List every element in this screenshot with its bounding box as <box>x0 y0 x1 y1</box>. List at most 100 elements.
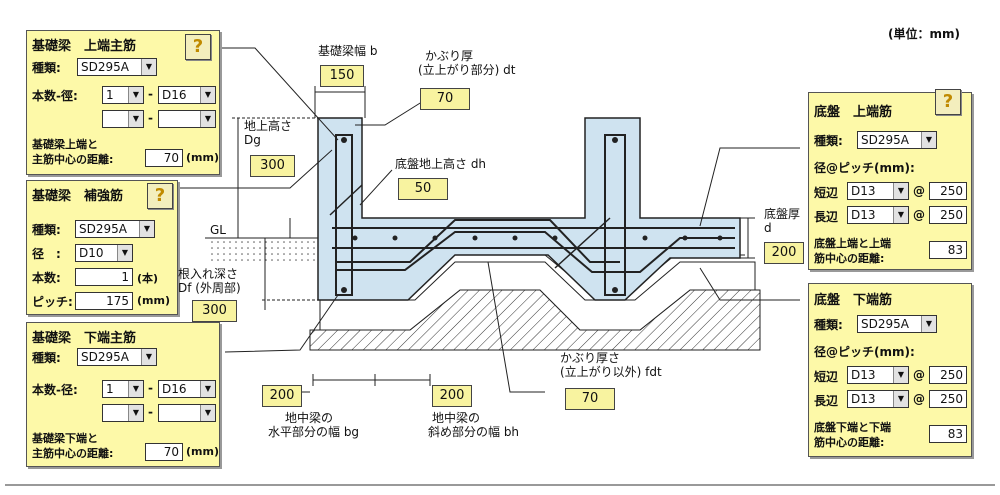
distance-input[interactable]: 70 <box>145 443 183 461</box>
chevron-down-icon: ▼ <box>128 87 143 103</box>
beam-width-label: 基礎梁幅 b <box>318 44 378 58</box>
long-pitch-input[interactable]: 250 <box>929 390 967 408</box>
chevron-down-icon: ▼ <box>893 183 908 199</box>
count-diam-label: 本数-径: <box>32 383 78 397</box>
chevron-down-icon: ▼ <box>921 316 936 332</box>
distance-input[interactable]: 70 <box>145 149 183 167</box>
panel-title: 底盤 上端筋 <box>814 105 893 120</box>
chevron-down-icon: ▼ <box>893 391 908 407</box>
ground-height-label-line1: 地上高さ <box>244 119 293 133</box>
panel-title: 基礎梁 補強筋 <box>32 189 124 204</box>
slab-height-input[interactable]: 50 <box>398 178 448 200</box>
type-label: 種類: <box>32 223 61 237</box>
chevron-down-icon: ▼ <box>141 349 156 365</box>
slab-height-label: 底盤地上高さ dh <box>395 157 487 171</box>
distance-label-line2: 筋中心の距離: <box>814 252 885 265</box>
horizontal-width-label-line1: 地中梁の <box>285 411 334 425</box>
help-icon[interactable]: ? <box>935 89 961 115</box>
slab-thickness-label-line1: 底盤厚 <box>764 207 801 221</box>
dash: - <box>148 381 153 395</box>
embed-depth-label-line1: 根入れ深さ <box>178 267 239 281</box>
short-diam-value: D13 <box>851 368 876 382</box>
type-value: SD295A <box>81 60 129 74</box>
horizontal-width-input[interactable]: 200 <box>262 385 302 407</box>
at-sign: @ <box>913 392 925 406</box>
panel-title: 底盤 下端筋 <box>814 293 893 308</box>
help-icon[interactable]: ? <box>185 34 211 60</box>
chevron-down-icon: ▼ <box>117 245 132 261</box>
embed-depth-label-line2: Df (外周部) <box>178 281 241 295</box>
beam-width-input[interactable]: 150 <box>320 65 364 87</box>
type-value: SD295A <box>861 317 909 331</box>
pitch-input[interactable]: 175 <box>75 292 133 310</box>
type-label: 種類: <box>32 351 61 365</box>
chevron-down-icon: ▼ <box>200 405 215 421</box>
type-label: 種類: <box>814 318 843 332</box>
diam1-select[interactable]: D16▼ <box>158 380 216 398</box>
distance-label-line1: 基礎梁上端と <box>32 138 98 151</box>
chevron-down-icon: ▼ <box>128 111 143 127</box>
diam-select[interactable]: D10▼ <box>75 244 133 262</box>
short-diam-select[interactable]: D13▼ <box>847 182 909 200</box>
cover-riser-label-line2: (立上がり部分) dt <box>418 63 516 77</box>
chevron-down-icon: ▼ <box>139 221 154 237</box>
chevron-down-icon: ▼ <box>200 87 215 103</box>
pitch-unit: (mm) <box>137 294 170 307</box>
short-pitch-input[interactable]: 250 <box>929 182 967 200</box>
distance-label-line1: 底盤下端と下端 <box>814 421 891 434</box>
mm-unit: (mm) <box>186 445 219 458</box>
type-value: SD295A <box>79 222 127 236</box>
embed-depth-input[interactable]: 300 <box>192 300 237 322</box>
long-side-label: 長辺 <box>814 394 839 408</box>
distance-input[interactable]: 83 <box>929 241 967 259</box>
chevron-down-icon: ▼ <box>141 59 156 75</box>
slab-bottom-rebar-panel: 底盤 下端筋 種類: SD295A▼ 径@ピッチ(mm): 短辺 D13▼ @ … <box>808 283 972 457</box>
chevron-down-icon: ▼ <box>893 367 908 383</box>
chevron-down-icon: ▼ <box>200 381 215 397</box>
distance-label-line2: 主筋中心の距離: <box>32 153 114 166</box>
beam-top-rebar-panel: 基礎梁 上端主筋 ? 種類: SD295A▼ 本数-徑: 1▼ - D16▼ ▼… <box>26 30 220 175</box>
short-diam-select[interactable]: D13 ▼ <box>847 366 909 384</box>
short-side-label: 短辺 <box>814 370 839 384</box>
type-select[interactable]: SD295A ▼ <box>857 315 937 333</box>
cover-other-label-line2: (立上がり以外) fdt <box>560 365 662 379</box>
long-diam-select[interactable]: D13▼ <box>847 206 909 224</box>
slope-width-label-line1: 地中梁の <box>432 411 481 425</box>
cover-other-input[interactable]: 70 <box>565 388 615 410</box>
count1-select[interactable]: 1▼ <box>102 86 144 104</box>
type-select[interactable]: SD295A ▼ <box>77 348 157 366</box>
type-label: 種類: <box>814 134 843 148</box>
slab-thickness-input[interactable]: 200 <box>764 242 804 264</box>
type-select[interactable]: SD295A ▼ <box>75 220 155 238</box>
chevron-down-icon: ▼ <box>128 381 143 397</box>
count2-select[interactable]: ▼ <box>102 110 144 128</box>
distance-input[interactable]: 83 <box>929 425 967 443</box>
slope-width-input[interactable]: 200 <box>432 385 472 407</box>
count-input[interactable]: 1 <box>75 268 133 286</box>
type-select[interactable]: SD295A ▼ <box>77 58 157 76</box>
diam2-select[interactable]: ▼ <box>158 404 216 422</box>
diam1-select[interactable]: D16▼ <box>158 86 216 104</box>
long-diam-value: D13 <box>851 208 876 222</box>
cover-riser-label-line1: かぶり厚 <box>425 49 474 63</box>
short-pitch-input[interactable]: 250 <box>929 366 967 384</box>
cover-riser-input[interactable]: 70 <box>420 88 470 110</box>
gl-label: GL <box>210 223 226 237</box>
pitch-label: ピッチ: <box>32 295 73 309</box>
slab-top-rebar-panel: 底盤 上端筋 ? 種類: SD295A▼ 径@ピッチ(mm): 短辺 D13▼ … <box>808 89 972 270</box>
long-side-label: 長辺 <box>814 210 839 224</box>
distance-label-line2: 主筋中心の距離: <box>32 447 114 460</box>
type-value: SD295A <box>81 350 129 364</box>
long-pitch-input[interactable]: 250 <box>929 206 967 224</box>
count1-select[interactable]: 1▼ <box>102 380 144 398</box>
type-select[interactable]: SD295A▼ <box>857 131 937 149</box>
type-value: SD295A <box>861 133 909 147</box>
long-diam-select[interactable]: D13 ▼ <box>847 390 909 408</box>
diam2-select[interactable]: ▼ <box>158 110 216 128</box>
long-diam-value: D13 <box>851 392 876 406</box>
ground-height-input[interactable]: 300 <box>250 155 295 177</box>
help-icon[interactable]: ? <box>147 183 173 209</box>
count2-select[interactable]: ▼ <box>102 404 144 422</box>
count-label: 本数: <box>32 271 61 285</box>
